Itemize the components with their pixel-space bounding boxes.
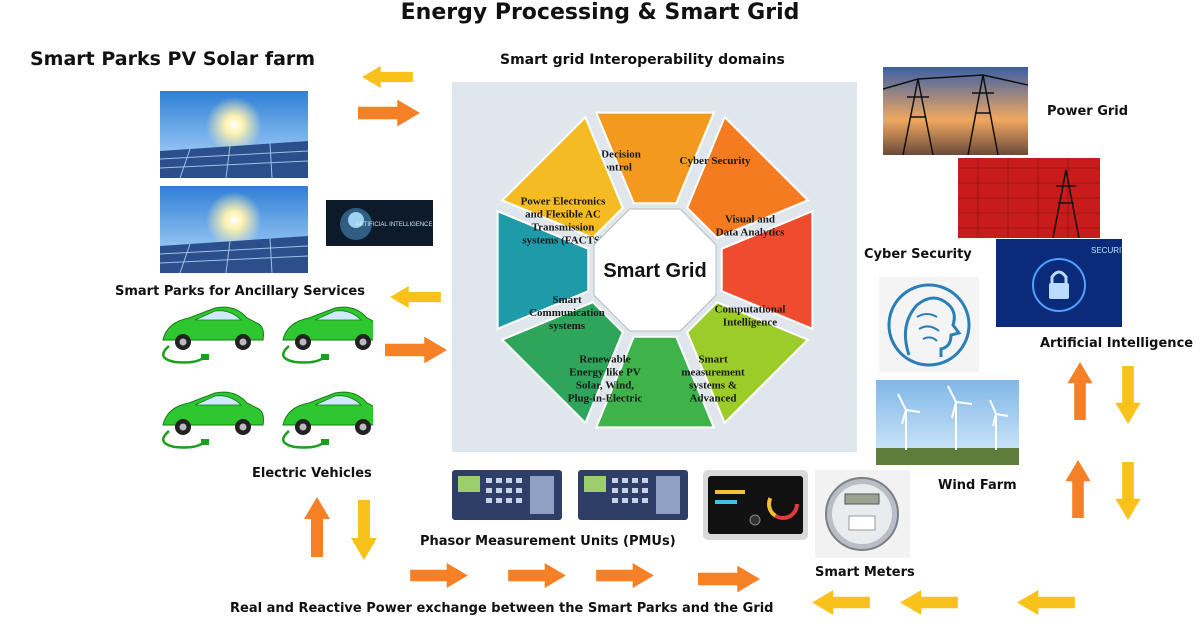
security-lock-image: SECURITY [996,239,1122,327]
cyber-head-icon [879,277,979,372]
arrow-left-icon [362,66,413,88]
domain-segment [720,209,814,331]
solar-panel-photo [160,91,308,178]
page-title: Energy Processing & Smart Grid [400,0,800,25]
arrow-down-icon [351,500,377,560]
domain-segment [686,301,810,425]
domain-segment [500,115,624,239]
solar-panel-photo [160,186,308,273]
pmu-device [578,470,688,520]
arrow-left-icon [900,590,958,615]
ev-label: Electric Vehicles [252,466,372,481]
arrow-down-icon [1115,462,1141,520]
domain-segment-label: Cyber Security [680,155,751,167]
arrow-left-icon [812,590,870,615]
arrow-right-icon [508,563,566,588]
wind-farm-label: Wind Farm [938,478,1017,493]
cyber-security-label: Cyber Security [864,247,972,262]
smart-meter-photo [815,470,910,558]
pmu-label: Phasor Measurement Units (PMUs) [420,534,676,549]
solar-farm-label: Smart Parks PV Solar farm [30,48,316,70]
ancillary-label: Smart Parks for Ancillary Services [115,284,365,299]
domain-segment [496,209,590,331]
arrow-right-icon [410,563,468,588]
power-grid-label: Power Grid [1047,104,1129,119]
smart-grid-hub-label: Smart Grid [603,260,706,282]
arrow-left-icon [390,286,441,308]
power-grid-red-photo [958,158,1100,238]
smart-meter-display [703,470,808,540]
electric-car [161,305,265,364]
arrow-up-icon [1067,362,1093,420]
arrow-right-icon [358,99,420,127]
ai-label: Artificial Intelligence [1040,336,1194,351]
exchange-label: Real and Reactive Power exchange between… [230,601,774,616]
domain-segment [686,115,810,239]
domain-segment [594,335,716,429]
electric-vehicles-group [161,305,373,449]
electric-car [281,305,373,364]
arrow-up-icon [1065,460,1091,518]
arrow-right-icon [385,336,447,364]
power-grid-photo [883,67,1028,155]
arrow-down-icon [1115,366,1141,424]
ai-badge-text: ARTIFICIAL INTELLIGENCE [355,222,432,228]
arrow-up-icon [304,497,330,557]
smart-grid-hub [593,208,717,332]
electric-car [161,390,265,449]
arrow-right-icon [698,565,760,593]
arrow-right-icon [596,563,654,588]
pmu-device [452,470,562,520]
smart-meters-label: Smart Meters [815,565,915,580]
domain-segment [594,111,716,205]
domain-segment [500,301,624,425]
wind-farm-photo [876,380,1019,465]
ai-head-image: ARTIFICIAL INTELLIGENCE [326,200,433,246]
security-badge-text: SECURITY [1091,246,1122,255]
arrow-left-icon [1017,590,1075,615]
interop-label: Smart grid Interoperability domains [500,52,785,68]
electric-car [281,390,373,449]
